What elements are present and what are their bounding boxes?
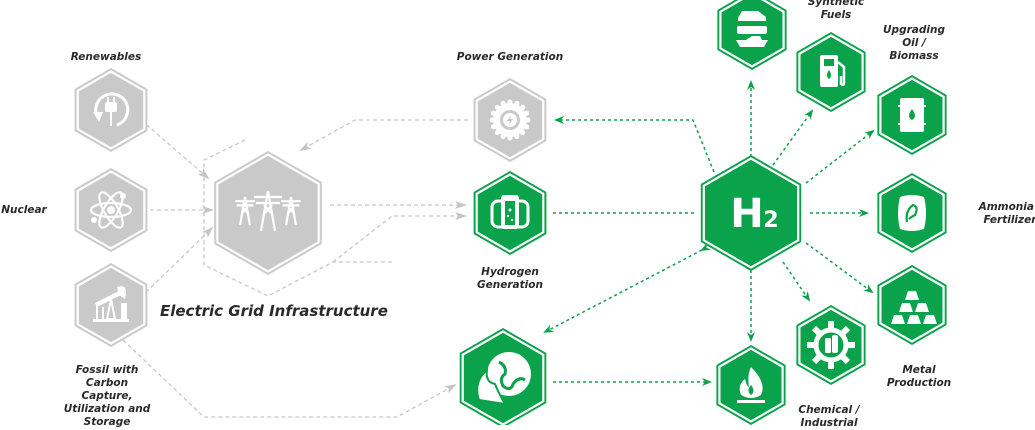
label-line: Oil /	[902, 37, 926, 49]
oil-barrel-icon	[898, 98, 926, 132]
hex-outer	[700, 155, 802, 271]
hex-inner-border	[216, 153, 320, 273]
node-nuclear	[74, 168, 148, 252]
fertilizer-bag-icon	[898, 195, 926, 231]
label-line: Fertilizer	[983, 214, 1035, 226]
gray-connectors	[122, 119, 468, 418]
label-line: Production	[886, 377, 952, 389]
label-line: Metal	[902, 364, 936, 376]
label-line: Synthetic	[807, 0, 865, 8]
vehicles-icon	[736, 11, 768, 47]
gear-bottle-icon	[807, 321, 855, 369]
hex-inner-border	[475, 173, 545, 253]
label-fossil-line: Storage	[83, 416, 131, 428]
node-synthetic-fuels	[796, 32, 866, 112]
hex-inner-border	[76, 265, 146, 345]
node-hydrogen-generation	[473, 171, 547, 255]
connector-fossil-grid	[140, 226, 214, 298]
label-renewables: Renewables	[70, 51, 142, 63]
label-hydrogen-generation: Hydrogen Generation	[460, 266, 560, 292]
node-heat	[716, 345, 786, 425]
fuel-pump-icon	[820, 55, 846, 87]
node-transportation	[717, 0, 787, 70]
label-line: Chemical /	[798, 404, 860, 416]
gold-bars-icon	[891, 291, 937, 324]
connector-h2-globe	[543, 242, 711, 333]
connector-fossil-globe	[122, 339, 457, 418]
hex-inner-border	[879, 77, 945, 153]
hex-inner-border	[718, 347, 784, 423]
connector-renewables-grid	[140, 119, 210, 180]
node-power-generation	[473, 78, 547, 162]
label-line: Biomass	[889, 50, 939, 62]
grid-dashed-frame	[203, 139, 395, 297]
connector-h2-metal	[805, 242, 874, 294]
node-upgrading-oil	[877, 75, 947, 155]
node-grid	[214, 151, 322, 275]
node-metal	[877, 265, 947, 345]
node-storage-globe	[459, 328, 547, 425]
hex-outer	[74, 263, 148, 347]
label-line: Hydrogen	[481, 266, 539, 278]
label-line: Fuels	[820, 9, 852, 21]
globe-flame-icon	[476, 352, 531, 406]
hex-inner-border	[719, 0, 785, 68]
plug-cycle-icon	[93, 92, 130, 127]
green-connectors	[543, 80, 875, 386]
hex-inner-border	[475, 80, 545, 160]
label-line: Industrial	[800, 417, 858, 429]
connector-powergen-grid	[299, 119, 468, 151]
label-line: Generation	[477, 279, 543, 291]
label-fossil-line: Carbon	[85, 377, 129, 389]
label-chemical: Chemical / Industrial	[789, 404, 869, 430]
h2-symbol: H	[730, 191, 763, 237]
hex-inner-border	[879, 175, 945, 251]
node-ammonia	[877, 173, 947, 253]
node-chemical	[796, 305, 866, 385]
hex-outer	[877, 265, 947, 345]
hex-inner-border	[879, 267, 945, 343]
atom-icon	[89, 191, 133, 229]
hex-outer	[717, 0, 787, 70]
h2-subscript: 2	[763, 208, 778, 233]
node-renewables	[74, 68, 148, 152]
turbine-icon	[489, 99, 531, 141]
flame-icon	[737, 367, 765, 403]
electrolyzer-icon	[490, 195, 530, 229]
label-metal: Metal Production	[879, 364, 959, 390]
hex-inner-border	[76, 70, 146, 150]
hex-inner-border	[702, 157, 800, 269]
connector-h2-synfuel	[772, 109, 814, 166]
oil-pumpjack-icon	[93, 286, 129, 322]
label-nuclear: Nuclear	[1, 204, 47, 216]
label-fossil: Fossil with Carbon Capture, Utilization …	[47, 364, 167, 429]
label-line: Upgrading	[883, 24, 945, 36]
label-fossil-line: Fossil with	[75, 364, 139, 376]
node-fossil	[74, 263, 148, 347]
label-upgrading-oil: Upgrading Oil / Biomass	[874, 24, 954, 63]
transmission-towers-icon	[235, 190, 301, 232]
connector-grid-hydrogen-2b	[332, 212, 467, 263]
hex-inner-border	[798, 34, 864, 110]
connector-h2-chemical	[782, 261, 811, 302]
label-grid: Electric Grid Infrastructure	[160, 302, 388, 320]
hex-inner-border	[798, 307, 864, 383]
label-fossil-line: Capture,	[81, 390, 133, 402]
label-ammonia: Ammonia / Fertilizer	[975, 201, 1035, 227]
hex-outer	[214, 151, 322, 275]
label-line: Ammonia /	[978, 201, 1035, 213]
connector-h2-upgrading	[805, 129, 875, 184]
label-synthetic-fuels: Synthetic Fuels	[796, 0, 876, 22]
label-fossil-line: Utilization and	[63, 403, 151, 415]
hex-inner-border	[76, 170, 146, 250]
label-power-generation: Power Generation	[456, 51, 564, 63]
connector-h2-powergen	[554, 116, 715, 173]
